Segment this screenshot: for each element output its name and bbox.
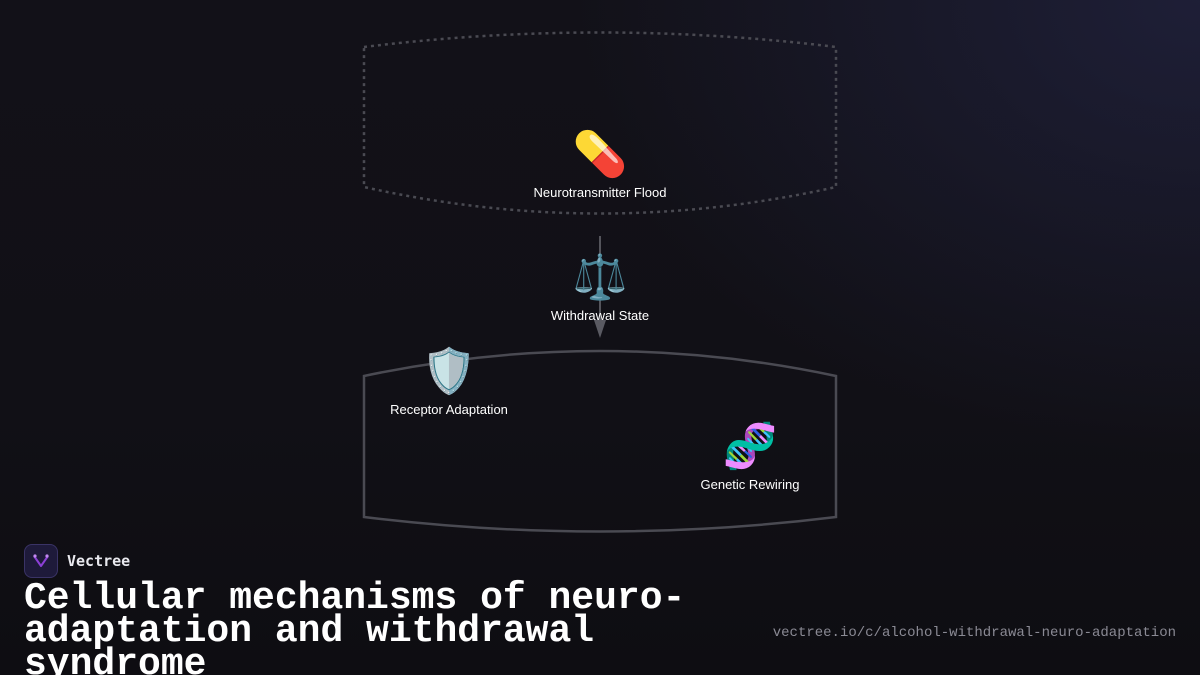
node-label: Withdrawal State — [550, 308, 650, 323]
node-receptor-adaptation[interactable]: 🛡️ Receptor Adaptation — [349, 347, 549, 417]
source-url[interactable]: vectree.io/c/alcohol-withdrawal-neuro-ad… — [772, 625, 1176, 641]
brand-name: Vectree — [67, 552, 131, 570]
bottom-group-outline — [362, 349, 838, 533]
vectree-logo-icon — [24, 544, 58, 578]
node-withdrawal-state[interactable]: ⚖️ Withdrawal State — [500, 253, 700, 323]
page-title: Cellular mechanisms of neuro-adaptation … — [24, 577, 686, 675]
balance-scale-icon: ⚖️ — [572, 253, 628, 302]
node-genetic-rewiring[interactable]: 🧬 Genetic Rewiring — [650, 422, 850, 492]
brand[interactable]: Vectree — [24, 544, 130, 578]
pill-icon: 💊 — [572, 130, 628, 179]
node-label: Receptor Adaptation — [390, 402, 508, 417]
shield-icon: 🛡️ — [421, 347, 477, 396]
node-label: Neurotransmitter Flood — [533, 185, 667, 200]
node-neurotransmitter-flood[interactable]: 💊 Neurotransmitter Flood — [500, 130, 700, 200]
edge-arrowhead — [594, 320, 606, 338]
dna-icon: 🧬 — [722, 422, 778, 471]
node-label: Genetic Rewiring — [700, 477, 800, 492]
